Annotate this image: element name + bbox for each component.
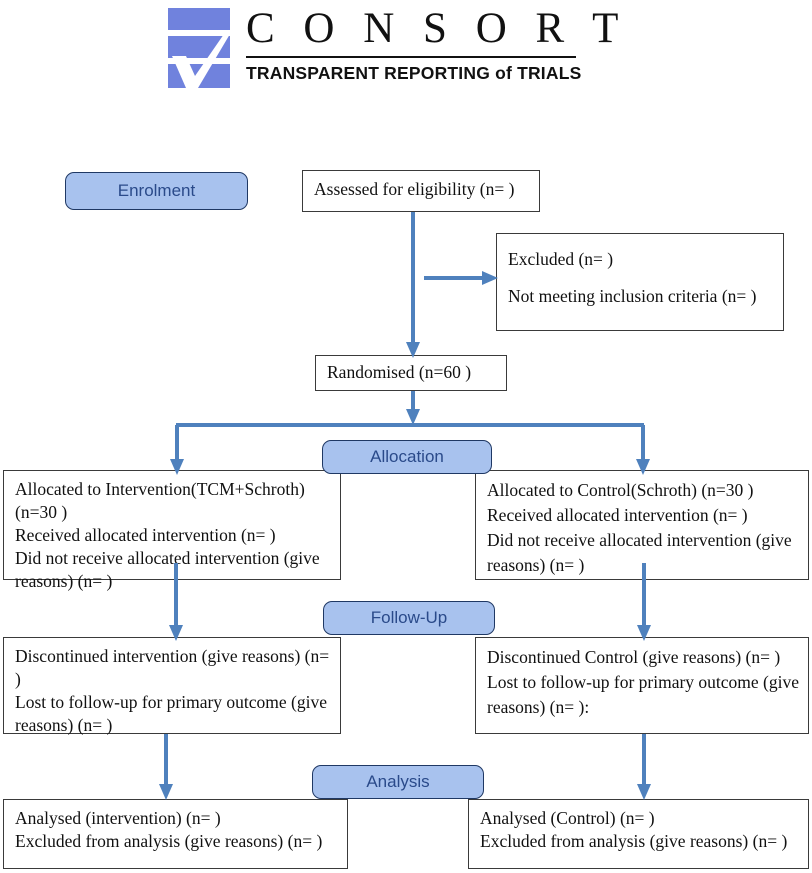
- consort-logo: C O N S O R T TRANSPARENT REPORTING of T…: [168, 4, 628, 92]
- alloc-left-line-3: Did not receive allocated intervention (…: [15, 548, 320, 591]
- arrow-alloc-left-to-followup: [168, 563, 184, 641]
- stage-label-enrolment: Enrolment: [117, 181, 196, 200]
- stage-badge-analysis: Analysis: [312, 765, 484, 799]
- assessed-line-1: Assessed for eligibility (n= ): [314, 179, 515, 199]
- box-randomised: Randomised (n=60 ): [315, 355, 507, 391]
- follow-left-line-2: Lost to follow-up for primary outcome (g…: [15, 692, 328, 735]
- box-excluded: Excluded (n= ) Not meeting inclusion cri…: [496, 233, 784, 331]
- box-allocated-control: Allocated to Control(Schroth) (n=30 ) Re…: [475, 470, 809, 580]
- follow-right-line-2: Lost to follow-up for primary outcome (g…: [487, 672, 800, 717]
- arrow-to-excluded: [424, 270, 498, 286]
- arrow-followup-right-to-analysis: [636, 734, 652, 800]
- consort-title: C O N S O R T: [246, 5, 628, 52]
- alloc-left-line-1: Allocated to Intervention(TCM+Schroth) (…: [15, 479, 305, 522]
- alloc-right-line-3: Did not receive allocated intervention (…: [487, 530, 792, 575]
- stage-badge-followup: Follow-Up: [323, 601, 495, 635]
- logo-divider: [246, 56, 576, 58]
- excluded-spacer: [508, 271, 774, 285]
- checkmark-icon: [172, 34, 230, 88]
- follow-right-line-1: Discontinued Control (give reasons) (n= …: [487, 647, 781, 667]
- split-arrow-allocation: [160, 421, 660, 475]
- randomised-line-1: Randomised (n=60 ): [327, 362, 472, 382]
- box-discontinued-intervention: Discontinued intervention (give reasons)…: [3, 637, 341, 735]
- alloc-left-line-2: Received allocated intervention (n= ): [15, 525, 276, 545]
- stage-label-followup: Follow-Up: [370, 608, 448, 627]
- logo-bar-top: [168, 8, 230, 30]
- stage-badge-allocation: Allocation: [322, 440, 492, 474]
- alloc-right-line-2: Received allocated intervention (n= ): [487, 505, 748, 525]
- consort-logo-mark-icon: [168, 8, 230, 88]
- follow-left-line-1: Discontinued intervention (give reasons)…: [15, 646, 330, 689]
- alloc-right-line-1: Allocated to Control(Schroth) (n=30 ): [487, 480, 754, 500]
- stage-badge-enrolment: Enrolment: [65, 172, 248, 210]
- excluded-line-2: Not meeting inclusion criteria (n= ): [508, 286, 757, 306]
- consort-wordmark: C O N S O R T TRANSPARENT REPORTING of T…: [246, 4, 628, 84]
- analysis-left-line-1: Analysed (intervention) (n= ): [15, 808, 221, 828]
- analysis-left-line-2: Excluded from analysis (give reasons) (n…: [15, 831, 323, 851]
- arrow-alloc-right-to-followup: [636, 563, 652, 641]
- box-analysed-control: Analysed (Control) (n= ) Excluded from a…: [468, 799, 809, 869]
- arrow-followup-left-to-analysis: [158, 734, 174, 800]
- analysis-right-line-2: Excluded from analysis (give reasons) (n…: [480, 831, 788, 851]
- box-discontinued-control: Discontinued Control (give reasons) (n= …: [475, 637, 809, 734]
- box-analysed-intervention: Analysed (intervention) (n= ) Excluded f…: [3, 799, 348, 869]
- stage-label-analysis: Analysis: [366, 772, 430, 791]
- box-assessed-for-eligibility: Assessed for eligibility (n= ): [302, 170, 540, 212]
- box-allocated-intervention: Allocated to Intervention(TCM+Schroth) (…: [3, 470, 341, 591]
- consort-tagline: TRANSPARENT REPORTING of TRIALS: [246, 63, 582, 83]
- arrow-assessed-to-randomised: [405, 212, 421, 358]
- analysis-right-line-1: Analysed (Control) (n= ): [480, 808, 655, 828]
- arrow-randomised-to-split: [405, 391, 421, 425]
- excluded-line-1: Excluded (n= ): [508, 249, 614, 269]
- stage-label-allocation: Allocation: [370, 447, 444, 466]
